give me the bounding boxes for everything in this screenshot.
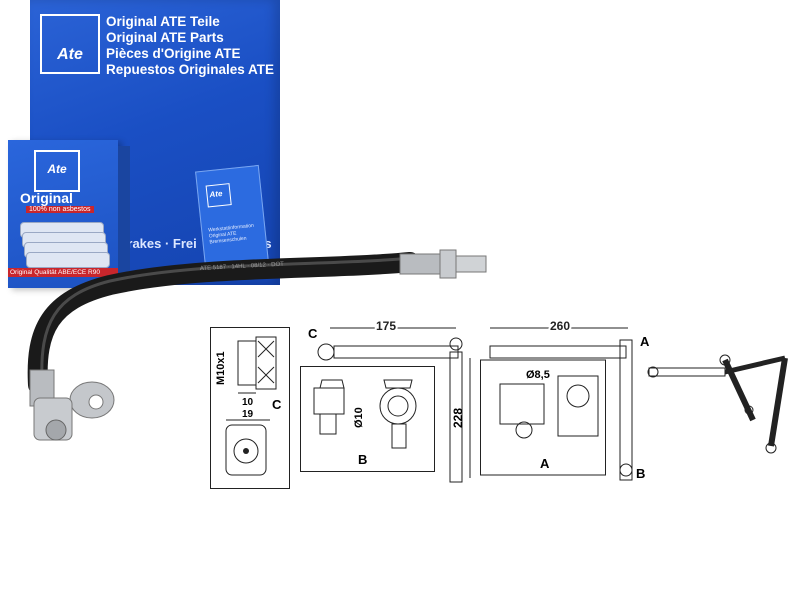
routing-end-top [719, 354, 731, 366]
dim-260-label: 260 [550, 319, 570, 333]
drawing-frame-b [300, 366, 435, 472]
letter-a-top: A [640, 334, 650, 349]
brake-pad-box: Ate Original 100% non asbestos Original … [8, 140, 130, 288]
bracket-tab [319, 379, 345, 389]
right-fitting-thread [455, 255, 487, 273]
bracket-stem [319, 413, 337, 435]
right-fitting-hex [439, 249, 457, 279]
fitting-hex-outline [255, 336, 277, 390]
bracket-front-stem [391, 423, 407, 449]
hose-horizontal-260 [489, 345, 627, 359]
routing-end-left [647, 366, 659, 378]
small-ate-logo: Ate [34, 150, 80, 192]
fitting-bore [243, 448, 249, 454]
hose-end-a [449, 337, 463, 351]
box-line-en: Original ATE Parts [106, 30, 224, 45]
ate-logo-text: Ate [57, 46, 83, 63]
routing-hose-horizontal [648, 367, 726, 377]
dim-19-label: 19 [242, 409, 254, 420]
dia-10-label: Ø10 [353, 407, 365, 428]
drawing-hose-260: 260 A B Ø8,5 A [480, 318, 650, 481]
hose-end-b [619, 463, 633, 477]
hex-hatching [257, 340, 275, 384]
drawing-frame [210, 327, 290, 489]
letter-c: C [272, 397, 282, 412]
bracket-a-side [499, 383, 545, 425]
drawing-routing [647, 354, 788, 454]
quality-strip: Original Qualität ABE/ECE R90 [8, 268, 118, 277]
thread-label: M10x1 [215, 351, 227, 385]
routing-end-bottom [765, 442, 777, 454]
small-logo-text: Ate [47, 162, 67, 176]
drawing-fitting-c: M10x1 10 19 C [210, 327, 290, 489]
ate-logo: Ate [40, 14, 100, 74]
hose-highlight [40, 256, 411, 381]
dim-175-label: 175 [376, 319, 396, 333]
fitting-thread-outline [237, 340, 257, 386]
brakes-line-text: Brakes · Frei [118, 236, 197, 251]
letter-a-detail: A [540, 456, 550, 471]
hose-horizontal [333, 345, 459, 359]
fitting-end-view [225, 424, 267, 476]
hose-print: ATE 5187 · 14HL · 08/12 · DOT [200, 262, 285, 272]
dia-85-label: Ø8,5 [526, 369, 550, 381]
drawing-detail-b: Ø10 B [300, 366, 435, 472]
box-side [118, 146, 130, 288]
bracket-hole-ring [387, 395, 409, 417]
letter-b-end: B [636, 466, 645, 481]
drawing-hose-175: C 175 228 [308, 318, 471, 483]
non-asbestos-badge: 100% non asbestos [26, 206, 94, 213]
routing-hose-vertical [768, 357, 788, 447]
box-title-lines: Original ATE Teile Original ATE Parts Pi… [106, 14, 274, 78]
pad-4 [26, 252, 110, 268]
left-fitting-port [45, 419, 67, 441]
letter-c-top: C [308, 326, 318, 341]
hose-end-c [317, 343, 335, 361]
letter-b: B [358, 452, 367, 467]
box-line-de: Original ATE Teile [106, 14, 220, 29]
routing-hose-diagonal-2 [724, 355, 786, 375]
hose-vertical-260 [619, 339, 633, 481]
bracket-a-front [557, 375, 599, 437]
detail-a-frame [480, 359, 606, 476]
original-label: Original [20, 190, 73, 206]
right-fitting-crimp [399, 253, 441, 275]
hose-vertical [449, 351, 463, 483]
box-line-es: Repuestos Originales ATE [106, 62, 275, 77]
fitting-end-ring [233, 438, 259, 464]
bracket-front-tab [383, 379, 413, 389]
hose-body [27, 252, 420, 395]
dim-10-label: 10 [242, 397, 254, 408]
routing-clip [744, 405, 754, 415]
bracket-a-port [515, 421, 533, 439]
dim-228-label: 228 [451, 408, 465, 428]
box-line-fr: Pièces d'Origine ATE [106, 46, 241, 61]
bracket-a-hole [566, 384, 590, 408]
bracket-hole [88, 394, 104, 410]
